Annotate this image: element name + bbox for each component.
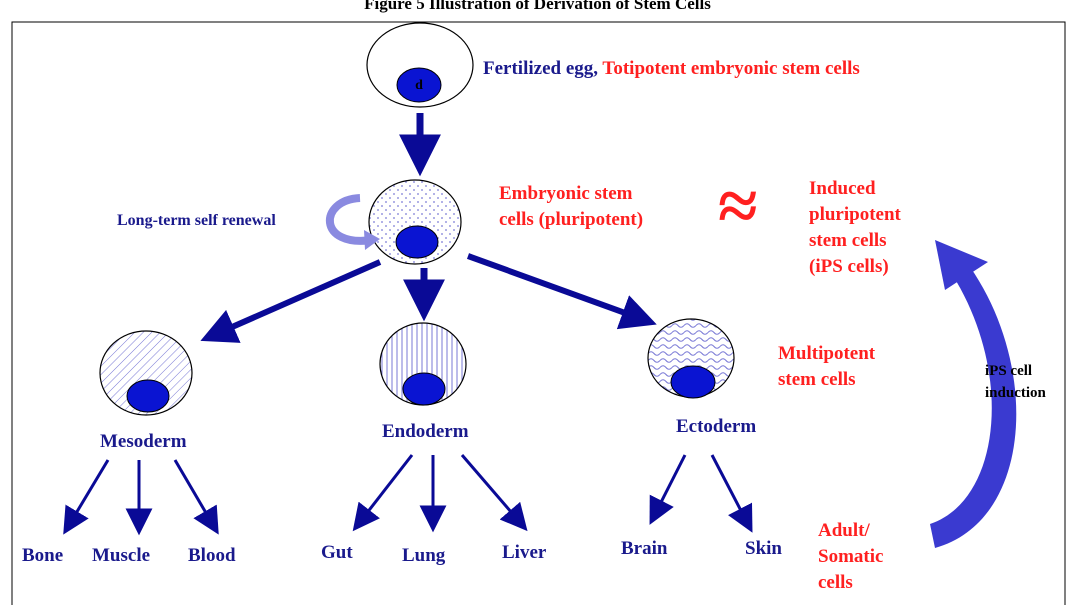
multipotent-line2: stem cells (778, 367, 875, 393)
endoderm-label: Endoderm (382, 421, 469, 443)
tissue-liver: Liver (502, 542, 546, 564)
tissue-bone: Bone (22, 545, 63, 567)
arrow-to-liver (462, 455, 524, 527)
adult-somatic-label: Adult/ Somatic cells (818, 518, 883, 596)
mesoderm-label: Mesoderm (100, 431, 187, 453)
ips-line1: Induced (809, 176, 901, 202)
tissue-blood: Blood (188, 545, 236, 567)
ips-induction-arrow (930, 260, 1016, 548)
tissue-gut: Gut (321, 542, 353, 564)
ectoderm-cell (648, 319, 734, 398)
ips-line2: pluripotent (809, 202, 901, 228)
arrow-to-brain (652, 455, 685, 520)
arrow-to-gut (356, 455, 412, 527)
arrow-to-blood (175, 460, 216, 530)
esc-label: Embryonic stem cells (pluripotent) (499, 181, 643, 233)
figure-caption: Figure 5 Illustration of Derivation of S… (0, 0, 1075, 14)
ips-line3: stem cells (809, 228, 901, 254)
endoderm-cell (380, 323, 466, 405)
tissue-skin: Skin (745, 538, 782, 560)
fertilized-egg-text: Fertilized egg, (483, 58, 602, 79)
ips-induction-line1: iPS cell (985, 360, 1046, 382)
tissue-lung: Lung (402, 545, 445, 567)
fertilized-egg-cell: d (367, 23, 473, 107)
totipotent-text: Totipotent embryonic stem cells (602, 58, 859, 79)
self-renewal-label: Long-term self renewal (117, 212, 276, 230)
arrow-to-bone (66, 460, 108, 530)
ectoderm-label: Ectoderm (676, 416, 756, 438)
ips-line4: (iPS cells) (809, 254, 901, 280)
arrow-to-skin (712, 455, 750, 528)
ips-induction-label: iPS cell induction (985, 360, 1046, 404)
multipotent-line1: Multipotent (778, 341, 875, 367)
multipotent-label: Multipotent stem cells (778, 341, 875, 393)
adult-line3: cells (818, 570, 883, 596)
arrow-esc-to-mesoderm (207, 262, 380, 338)
mesoderm-cell (100, 331, 192, 415)
adult-line1: Adult/ (818, 518, 883, 544)
tissue-brain: Brain (621, 538, 667, 560)
approx-symbol: ≈ (718, 170, 758, 242)
esc-label-line1: Embryonic stem (499, 181, 643, 207)
ips-induction-line2: induction (985, 382, 1046, 404)
adult-line2: Somatic (818, 544, 883, 570)
nucleus-letter: d (415, 78, 423, 93)
arrow-esc-to-ectoderm (468, 256, 650, 322)
fertilized-egg-label: Fertilized egg, Totipotent embryonic ste… (483, 58, 860, 80)
tissue-muscle: Muscle (92, 545, 150, 567)
embryonic-stem-cell (369, 180, 461, 264)
ips-label: Induced pluripotent stem cells (iPS cell… (809, 176, 901, 280)
esc-label-line2: cells (pluripotent) (499, 207, 643, 233)
figure-frame (12, 22, 1065, 605)
